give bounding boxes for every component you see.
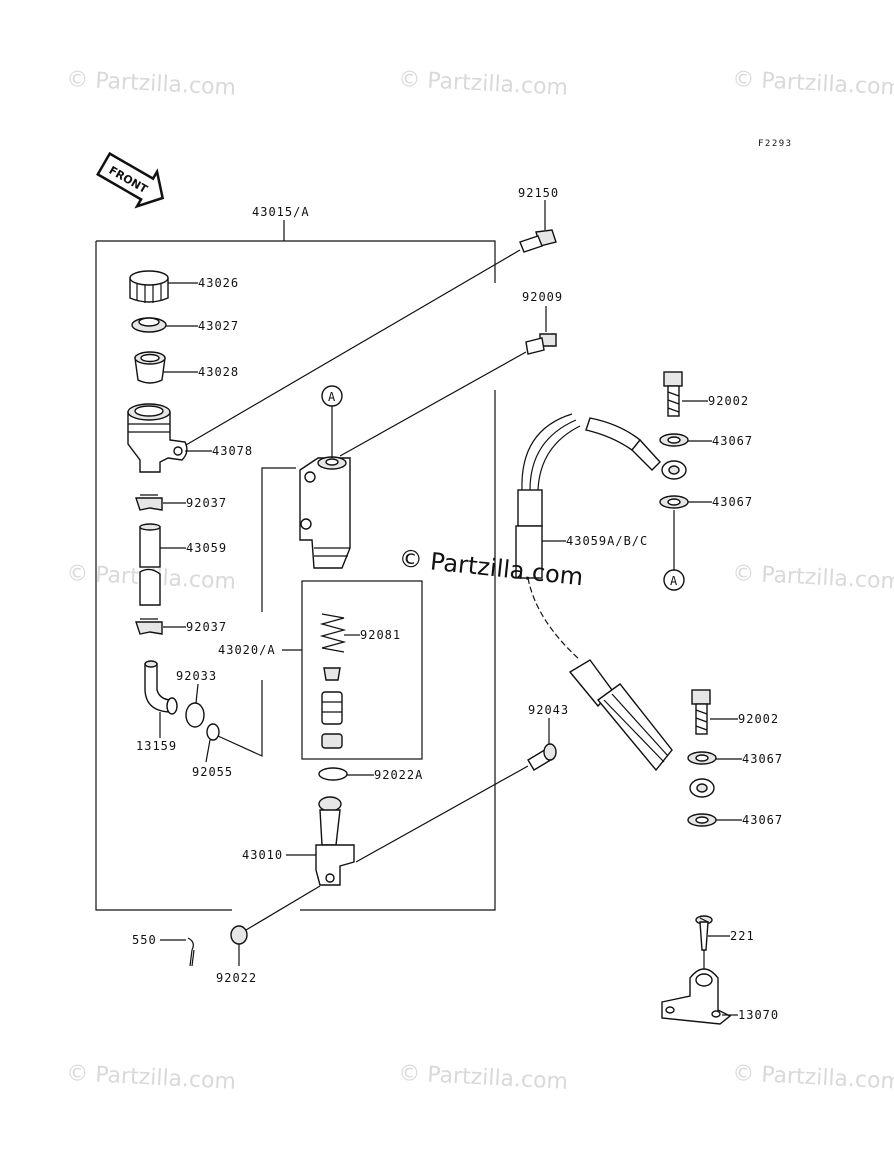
pin-washer <box>230 925 248 945</box>
upper-banjo-bolt <box>663 371 683 417</box>
label-43067-a: 43067 <box>712 434 753 448</box>
label-43067-c: 43067 <box>742 752 783 766</box>
spring <box>319 613 347 653</box>
label-92022: 92022 <box>216 971 257 985</box>
piston-kit-box <box>301 580 423 760</box>
circlip <box>185 702 205 728</box>
upper-washer-1-hole <box>667 436 681 444</box>
lower-banjo-bolt <box>691 689 711 735</box>
label-43059: 43059 <box>186 541 227 555</box>
label-92150: 92150 <box>518 186 559 200</box>
label-550: 550 <box>132 933 157 947</box>
watermark-top-center: © Partzilla.com <box>398 67 569 101</box>
diaphragm <box>134 351 166 384</box>
assembly-box <box>95 240 496 911</box>
o-ring <box>206 723 220 741</box>
figure-code: F2293 <box>758 139 793 149</box>
watermark-top-right: © Partzilla.com <box>732 67 894 101</box>
ref-circle-a-upper <box>321 385 343 407</box>
label-92022A: 92022A <box>374 768 423 782</box>
diaphragm-plate <box>131 317 167 333</box>
hose-clamp-upper <box>135 494 163 511</box>
banjo-bolt <box>525 333 557 355</box>
upper-banjo-hole <box>668 465 680 475</box>
front-arrow-icon: FRONT <box>96 151 165 209</box>
label-221: 221 <box>730 929 755 943</box>
label-43067-b: 43067 <box>712 495 753 509</box>
clevis-pin <box>527 743 557 771</box>
label-92002-lower: 92002 <box>738 712 779 726</box>
hose-clamp-lower <box>135 618 163 635</box>
snap-ring <box>318 767 348 781</box>
label-92033: 92033 <box>176 669 217 683</box>
reservoir-tank <box>127 403 188 473</box>
reservoir-hose <box>139 523 161 606</box>
ref-circle-a-lower <box>663 569 685 591</box>
label-13159: 13159 <box>136 739 177 753</box>
brake-hose <box>515 413 673 772</box>
label-43067-d: 43067 <box>742 813 783 827</box>
label-43059ABC: 43059A/B/C <box>566 534 648 548</box>
label-13070: 13070 <box>738 1008 779 1022</box>
watermark-top-left: © Partzilla.com <box>66 67 237 101</box>
label-43028: 43028 <box>198 365 239 379</box>
lower-washer-1-hole <box>695 754 709 762</box>
label-43078: 43078 <box>212 444 253 458</box>
push-rod <box>315 796 355 886</box>
reservoir-bolt <box>519 229 557 253</box>
label-92009: 92009 <box>522 290 563 304</box>
watermark-bottom-right: © Partzilla.com <box>732 1061 894 1095</box>
cotter-pin <box>187 937 195 967</box>
piston-parts <box>321 667 343 749</box>
watermarks: © Partzilla.com © Partzilla.com © Partzi… <box>66 67 894 1095</box>
label-43020: 43020/A <box>218 643 276 657</box>
screw <box>695 915 713 951</box>
label-43027: 43027 <box>198 319 239 333</box>
label-43010: 43010 <box>242 848 283 862</box>
label-92081: 92081 <box>360 628 401 642</box>
label-92043: 92043 <box>528 703 569 717</box>
ref-a-upper: A <box>328 390 336 404</box>
label-92037-lower: 92037 <box>186 620 227 634</box>
label-92002-upper: 92002 <box>708 394 749 408</box>
lower-banjo-hole <box>696 783 708 793</box>
reservoir-cap <box>129 270 169 303</box>
label-92055: 92055 <box>192 765 233 779</box>
ref-a-lower: A <box>670 574 678 588</box>
upper-washer-2-hole <box>667 498 681 506</box>
hose-elbow <box>144 660 178 715</box>
label-92037-upper: 92037 <box>186 496 227 510</box>
watermark-bottom-left: © Partzilla.com <box>66 1061 237 1095</box>
label-43015: 43015/A <box>252 205 310 219</box>
center-watermark: © Partzilla.com <box>397 544 584 591</box>
master-cylinder-body <box>299 456 351 569</box>
lower-washer-2-hole <box>695 816 709 824</box>
watermark-mid-right: © Partzilla.com <box>732 561 894 595</box>
hose-guide-clamp <box>661 968 732 1025</box>
watermark-bottom-center: © Partzilla.com <box>398 1061 569 1095</box>
label-43026: 43026 <box>198 276 239 290</box>
